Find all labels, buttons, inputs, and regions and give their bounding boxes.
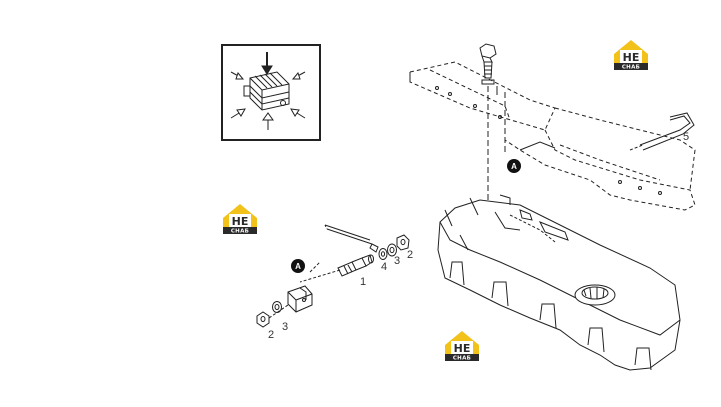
logo-left: НЕ СНАБ	[223, 204, 257, 235]
callout-a-upper: A	[507, 159, 521, 173]
logo-top-right: НЕ СНАБ	[614, 40, 648, 71]
label-part-4: 4	[381, 261, 387, 273]
sensor-block	[243, 71, 290, 111]
svg-text:СНАБ: СНАБ	[231, 229, 249, 235]
part-3-washer-right	[387, 243, 397, 257]
part-2-nut-right	[396, 234, 410, 251]
svg-text:НЕ: НЕ	[232, 215, 249, 228]
sensor-parts	[256, 224, 410, 328]
top-bolt	[479, 43, 497, 85]
part-4-washer	[378, 248, 388, 260]
lower-housing	[437, 194, 681, 371]
svg-text:A: A	[295, 262, 301, 271]
inset-frame	[221, 44, 321, 141]
sensor-wire	[324, 224, 371, 241]
label-part-1: 1	[360, 276, 366, 288]
label-part-2-left: 2	[268, 329, 274, 341]
upper-bracket	[409, 43, 696, 270]
part-2-nut-left	[256, 311, 270, 328]
callout-a-lower: A	[291, 259, 305, 273]
sensor-bracket	[287, 285, 313, 313]
logo-bottom: НЕ СНАБ	[445, 331, 479, 362]
filler-cap	[574, 284, 616, 306]
svg-text:НЕ: НЕ	[623, 51, 640, 64]
svg-text:СНАБ: СНАБ	[622, 65, 640, 71]
svg-text:НЕ: НЕ	[454, 342, 471, 355]
svg-text:СНАБ: СНАБ	[453, 356, 471, 362]
svg-text:A: A	[511, 162, 517, 171]
label-part-3-right: 3	[394, 255, 400, 267]
label-part-2-right: 2	[407, 249, 413, 261]
part-1-sensor	[337, 254, 374, 277]
inset-detail	[221, 44, 321, 141]
inset-arrows	[230, 52, 306, 130]
part-5-strap	[629, 112, 695, 151]
part-3-washer-left	[272, 301, 282, 313]
label-part-5: 5	[683, 131, 689, 143]
label-part-3-left: 3	[282, 321, 288, 333]
part-labels: 1 2 3 4 5 2 3	[268, 131, 689, 341]
